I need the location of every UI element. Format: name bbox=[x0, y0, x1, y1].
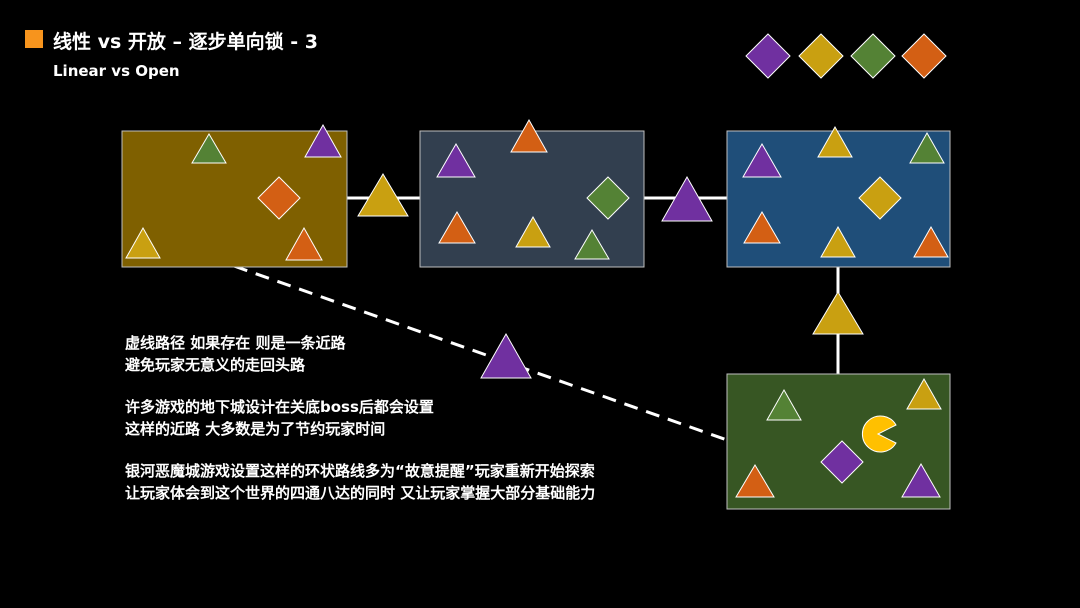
key-triangle-orange bbox=[913, 225, 949, 258]
key-triangle-orange bbox=[735, 464, 775, 498]
lock-purple-shortcut bbox=[480, 332, 532, 379]
legend-diamond-orange bbox=[901, 33, 947, 79]
key-triangle-gold bbox=[515, 215, 551, 248]
key-triangle-orange bbox=[510, 118, 548, 153]
key-triangle-green bbox=[574, 229, 610, 260]
key-triangle-gold bbox=[817, 125, 853, 158]
title-marker bbox=[25, 30, 43, 48]
item-diamond-gold bbox=[858, 176, 902, 220]
legend-diamond-purple bbox=[745, 33, 791, 79]
key-triangle-purple bbox=[742, 142, 782, 178]
item-diamond-green bbox=[586, 176, 630, 220]
key-triangle-gold bbox=[906, 377, 942, 410]
room-blue-items bbox=[742, 125, 949, 258]
item-diamond-purple bbox=[820, 440, 864, 484]
pacman-icon bbox=[861, 415, 897, 453]
lock-purple-2-3 bbox=[661, 175, 713, 222]
key-triangle-purple bbox=[436, 142, 476, 178]
shortcut-dashed-path bbox=[233, 264, 728, 442]
key-triangle-orange bbox=[285, 226, 323, 261]
item-diamond-orange bbox=[257, 176, 301, 220]
key-triangle-gold bbox=[820, 225, 856, 258]
note-line-2: 避免玩家无意义的走回头路 bbox=[125, 356, 306, 374]
notes-text: 虚线路径 如果存在 则是一条近路 避免玩家无意义的走回头路 许多游戏的地下城设计… bbox=[125, 332, 725, 504]
key-triangle-green bbox=[766, 388, 802, 421]
key-triangle-gold bbox=[125, 226, 161, 259]
legend-diamond-gold bbox=[798, 33, 844, 79]
key-triangle-orange bbox=[743, 211, 781, 244]
note-line-5: 银河恶魔城游戏设置这样的环状路线多为“故意提醒”玩家重新开始探索 bbox=[125, 462, 595, 480]
key-triangle-green bbox=[191, 133, 227, 164]
key-triangle-purple bbox=[304, 123, 342, 158]
legend-diamonds bbox=[745, 33, 947, 79]
page-subtitle: Linear vs Open bbox=[53, 62, 180, 80]
lock-gold-1-2 bbox=[357, 173, 409, 217]
note-line-3: 许多游戏的地下城设计在关底boss后都会设置 bbox=[125, 398, 434, 416]
lock-gold-3-4 bbox=[812, 291, 864, 335]
page-title: 线性 vs 开放 – 逐步单向锁 - 3 bbox=[53, 31, 318, 53]
legend-diamond-green bbox=[850, 33, 896, 79]
room-green-items bbox=[735, 377, 942, 498]
note-line-4: 这样的近路 大多数是为了节约玩家时间 bbox=[125, 420, 386, 438]
room-olive-items bbox=[125, 123, 342, 261]
note-line-6: 让玩家体会到这个世界的四通八达的同时 又让玩家掌握大部分基础能力 bbox=[125, 484, 596, 502]
note-line-1: 虚线路径 如果存在 则是一条近路 bbox=[125, 334, 346, 352]
room-slate-items bbox=[436, 118, 630, 260]
key-triangle-purple bbox=[901, 462, 941, 498]
key-triangle-orange bbox=[438, 211, 476, 244]
key-triangle-green bbox=[909, 131, 945, 164]
